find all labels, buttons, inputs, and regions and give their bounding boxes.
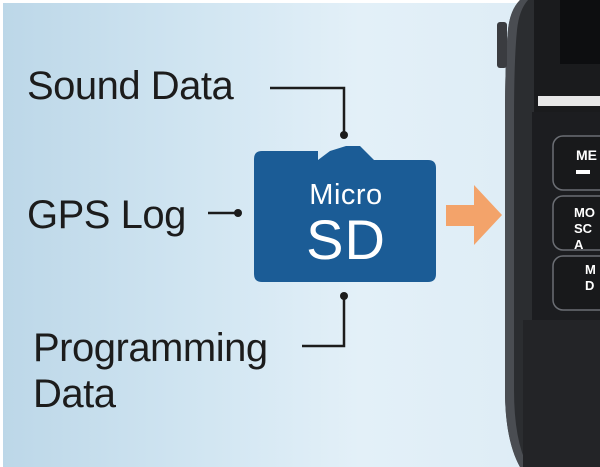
radio-button-1-label: ME — [576, 148, 597, 174]
radio-button-1-dash — [576, 170, 590, 174]
microsd-card-micro-text: Micro — [309, 179, 383, 211]
sound-data-connector-dot — [340, 131, 348, 139]
radio-button-3-text: M D — [585, 262, 596, 293]
radio-button-2-label: MO SCA — [574, 205, 600, 253]
sound-data-label: Sound Data — [27, 64, 234, 108]
frame-top-border — [0, 0, 600, 3]
radio-side-edge — [505, 0, 528, 467]
programming-connector-dot — [340, 292, 348, 300]
programming-data-line-1: Programming — [33, 326, 268, 370]
transfer-arrow-icon — [446, 185, 502, 245]
radio-display-screen — [560, 0, 600, 64]
gps-log-connector-dot — [234, 209, 242, 217]
radio-device — [497, 0, 600, 467]
microsd-card-sd-text: SD — [306, 208, 386, 271]
gps-log-label: GPS Log — [27, 193, 186, 237]
frame-left-border — [0, 0, 3, 467]
radio-button-3 — [552, 255, 600, 311]
radio-side-button — [497, 22, 507, 68]
radio-button-1 — [552, 135, 600, 191]
radio-grip-ridge — [523, 320, 600, 467]
sound-data-connector — [270, 86, 346, 132]
programming-data-line-2: Data — [33, 372, 116, 416]
radio-button-1-text: ME — [576, 147, 597, 163]
radio-button-2-text: MO SCA — [574, 205, 595, 252]
radio-display-trim — [538, 96, 600, 106]
programming-data-connector — [302, 299, 346, 348]
radio-button-3-label: M D — [585, 262, 600, 294]
microsd-card-icon — [254, 146, 436, 282]
radio-button-2 — [552, 195, 600, 251]
programming-data-label: Programming Data — [33, 325, 268, 417]
